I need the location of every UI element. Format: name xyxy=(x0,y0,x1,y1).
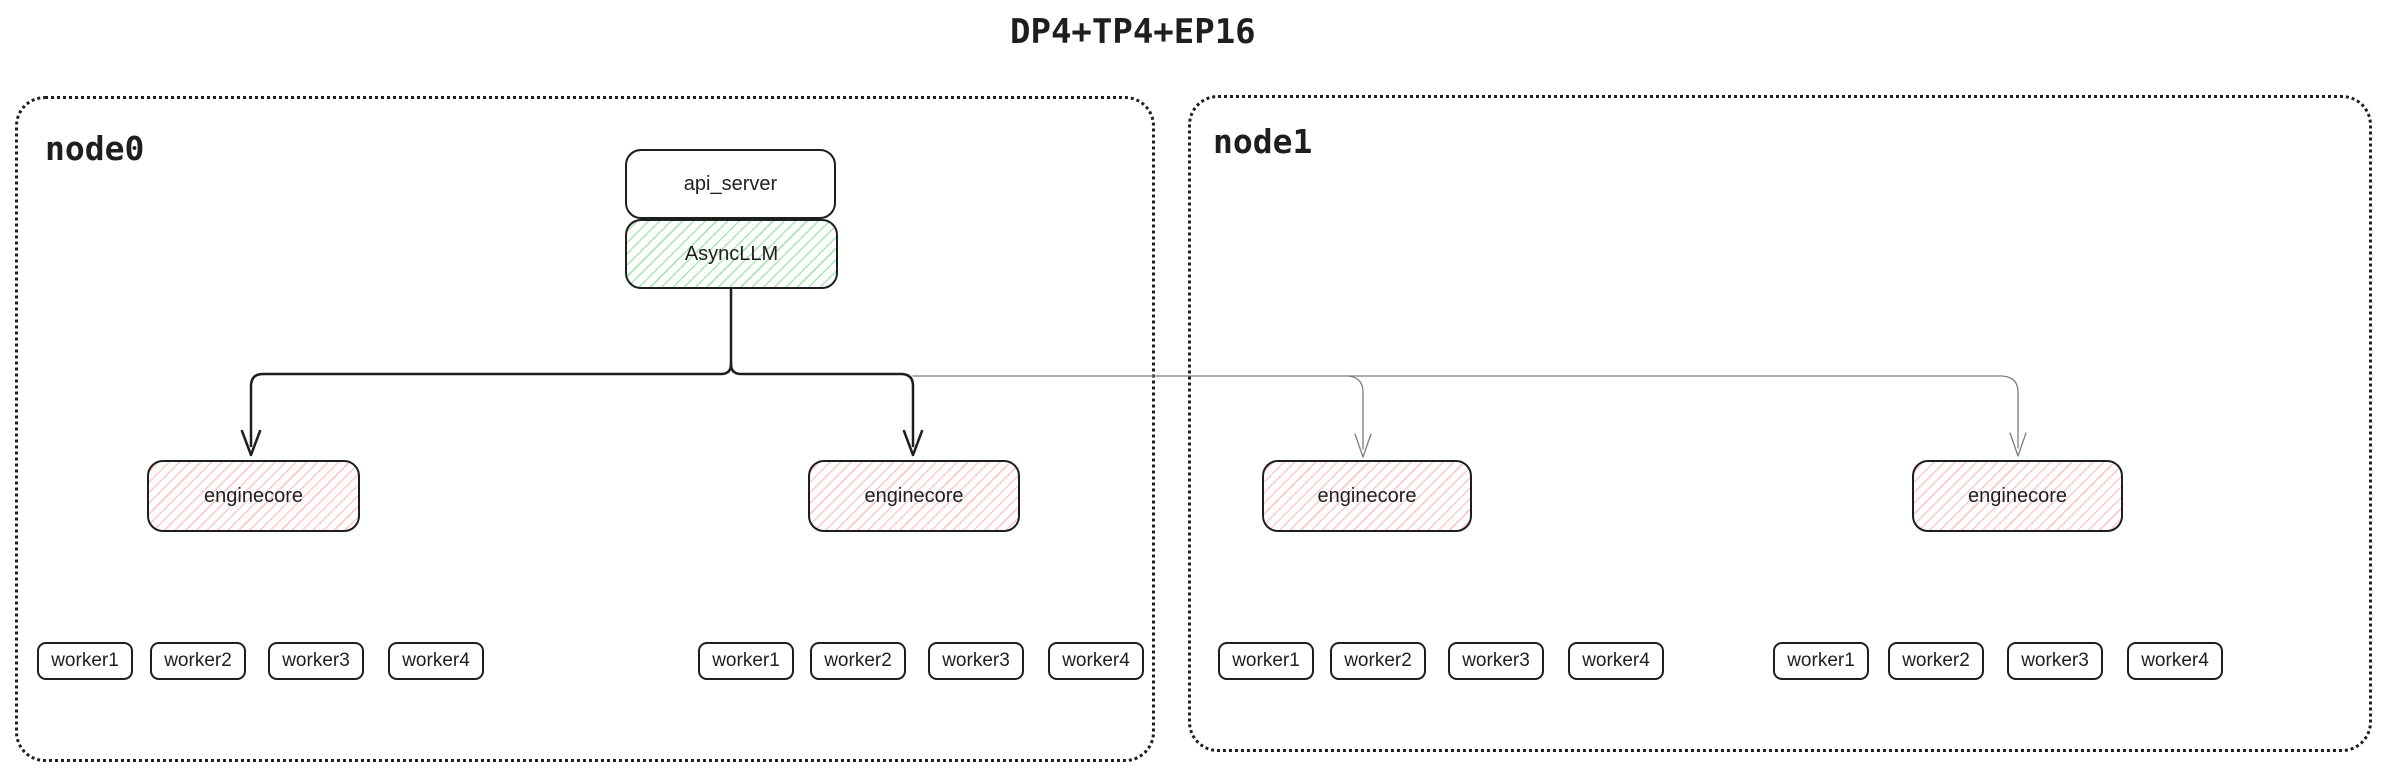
node0-container: node0 xyxy=(15,96,1155,762)
worker-box: worker3 xyxy=(928,642,1024,680)
enginecore-box-node0-2: enginecore xyxy=(808,460,1020,532)
worker-box: worker3 xyxy=(2007,642,2103,680)
worker-box: worker3 xyxy=(1448,642,1544,680)
diagram-title: DP4+TP4+EP16 xyxy=(1010,12,1256,52)
arrow-asyncllm-to-enginecore3 xyxy=(1348,375,1364,450)
asyncllm-box: AsyncLLM xyxy=(625,219,838,289)
enginecore-box-node1-2: enginecore xyxy=(1912,460,2123,532)
enginecore-box-node1-1: enginecore xyxy=(1262,460,1472,532)
worker-box: worker4 xyxy=(388,642,484,680)
arrow-asyncllm-to-enginecore4 xyxy=(912,375,2019,449)
arrow-asyncllm-to-enginecore1 xyxy=(249,287,733,448)
api-server-box: api_server xyxy=(625,149,836,219)
worker-box: worker4 xyxy=(2127,642,2223,680)
worker-box: worker2 xyxy=(1888,642,1984,680)
arrowhead-enginecore2 xyxy=(902,429,924,457)
node0-label: node0 xyxy=(45,129,145,168)
node1-container: node1 xyxy=(1188,95,2372,752)
node1-label: node1 xyxy=(1213,122,1313,161)
enginecore-box-node0-1: enginecore xyxy=(147,460,360,532)
worker-box: worker4 xyxy=(1048,642,1144,680)
worker-box: worker2 xyxy=(1330,642,1426,680)
worker-box: worker1 xyxy=(698,642,794,680)
worker-box: worker1 xyxy=(1218,642,1314,680)
arrowhead-enginecore4 xyxy=(2009,432,2027,457)
arrow-asyncllm-to-enginecore2 xyxy=(729,362,915,448)
arrowhead-enginecore3 xyxy=(1354,433,1372,458)
worker-box: worker1 xyxy=(37,642,133,680)
arrowhead-enginecore1 xyxy=(240,429,262,457)
worker-box: worker3 xyxy=(268,642,364,680)
worker-box: worker4 xyxy=(1568,642,1664,680)
worker-box: worker1 xyxy=(1773,642,1869,680)
worker-box: worker2 xyxy=(150,642,246,680)
worker-box: worker2 xyxy=(810,642,906,680)
